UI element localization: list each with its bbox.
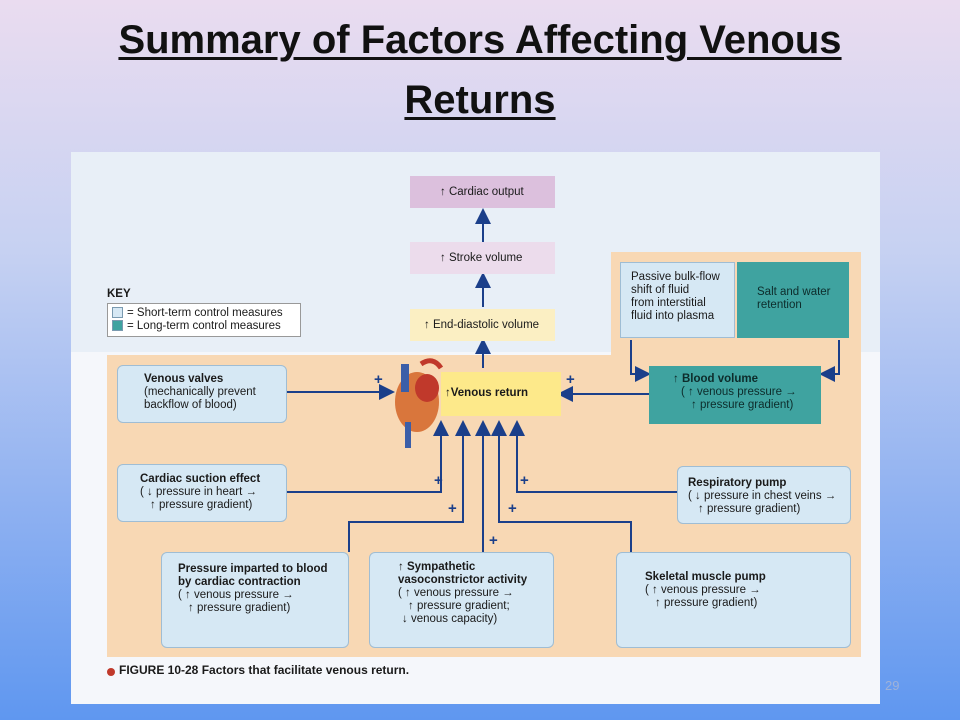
- pressure-imparted-line-3: ( ↑ venous pressure →: [178, 589, 294, 601]
- key-legend: KEY = Short-term control measures = Long…: [107, 288, 307, 337]
- pressure-imparted-title-1: Pressure imparted to blood: [178, 563, 328, 575]
- sympathetic-box: ↑ Sympathetic vasoconstrictor activity (…: [369, 552, 554, 648]
- plus-sign: +: [489, 532, 498, 549]
- pressure-imparted-title-2: by cardiac contraction: [178, 576, 301, 588]
- passive-line-2: shift of fluid: [631, 284, 690, 296]
- skeletal-pump-title: Skeletal muscle pump: [645, 571, 766, 583]
- venous-valves-title: Venous valves: [144, 373, 224, 385]
- respiratory-pump-title: Respiratory pump: [688, 477, 787, 489]
- key-short-term: = Short-term control measures: [127, 307, 283, 319]
- sympathetic-title-1: ↑ Sympathetic: [398, 561, 476, 573]
- skeletal-pump-line-2: ( ↑ venous pressure →: [645, 584, 761, 596]
- heart-illustration: [395, 358, 444, 448]
- venous-valves-line-3: backflow of blood): [144, 399, 237, 411]
- skeletal-pump-line-3: ↑ pressure gradient): [655, 597, 758, 609]
- plus-sign: +: [566, 371, 575, 388]
- blood-volume-line-3: ↑ pressure gradient): [691, 399, 794, 411]
- salt-water-box: Salt and water retention: [737, 262, 849, 338]
- respiratory-pump-box: Respiratory pump ( ↓ pressure in chest v…: [677, 466, 851, 524]
- venous-valves-line-2: (mechanically prevent: [144, 386, 256, 398]
- plus-sign: +: [520, 472, 529, 489]
- pressure-imparted-box: Pressure imparted to blood by cardiac co…: [161, 552, 349, 648]
- cardiac-suction-title: Cardiac suction effect: [140, 473, 261, 485]
- slide-title-line1: Summary of Factors Affecting Venous: [118, 18, 842, 62]
- sympathetic-line-3: ( ↑ venous pressure →: [398, 587, 514, 599]
- blood-volume-box: ↑ Blood volume ( ↑ venous pressure → ↑ p…: [649, 366, 821, 424]
- respiratory-pump-line-3: ↑ pressure gradient): [698, 503, 801, 515]
- sympathetic-line-5: ↓ venous capacity): [402, 613, 498, 625]
- key-long-term: = Long-term control measures: [127, 320, 281, 332]
- venous-return-box: ↑Venous return: [441, 372, 561, 416]
- plus-sign: +: [448, 500, 457, 517]
- blood-volume-title: ↑ Blood volume: [673, 373, 758, 385]
- passive-line-1: Passive bulk-flow: [631, 271, 720, 283]
- cardiac-suction-line-3: ↑ pressure gradient): [150, 499, 253, 511]
- passive-bulk-flow-box: Passive bulk-flow shift of fluid from in…: [620, 262, 735, 338]
- figure-label: FIGURE 10-28: [119, 663, 199, 677]
- figure-caption-text: Factors that facilitate venous return.: [201, 663, 410, 677]
- sympathetic-line-4: ↑ pressure gradient;: [408, 600, 510, 612]
- plus-sign: +: [434, 472, 443, 489]
- slide-title-line2: Returns: [404, 78, 556, 122]
- blood-volume-line-2: ( ↑ venous pressure →: [681, 386, 797, 398]
- plus-sign: +: [508, 500, 517, 517]
- cardiac-suction-line-2: ( ↓ pressure in heart →: [140, 486, 257, 498]
- pressure-imparted-line-4: ↑ pressure gradient): [188, 602, 291, 614]
- respiratory-pump-line-2: ( ↓ pressure in chest veins →: [688, 490, 837, 502]
- figure-caption: FIGURE 10-28 Factors that facilitate ven…: [119, 664, 409, 677]
- end-diastolic-box: ↑ End-diastolic volume: [410, 309, 555, 341]
- salt-line-1: Salt and water: [757, 286, 831, 298]
- cardiac-suction-box: Cardiac suction effect ( ↓ pressure in h…: [117, 464, 287, 522]
- key-heading: KEY: [107, 288, 131, 300]
- plus-sign: +: [374, 371, 383, 388]
- salt-line-2: retention: [757, 299, 802, 311]
- skeletal-pump-box: Skeletal muscle pump ( ↑ venous pressure…: [616, 552, 851, 648]
- slide-number: 29: [885, 678, 900, 693]
- cardiac-output-box: ↑ Cardiac output: [410, 176, 555, 208]
- venous-valves-box: Venous valves (mechanically prevent back…: [117, 365, 287, 423]
- figure-image: ↑ Cardiac output ↑ Stroke volume ↑ End-d…: [71, 152, 880, 704]
- passive-line-3: from interstitial: [631, 297, 706, 309]
- stroke-volume-box: ↑ Stroke volume: [410, 242, 555, 274]
- passive-line-4: fluid into plasma: [631, 310, 715, 322]
- sympathetic-title-2: vasoconstrictor activity: [398, 574, 528, 586]
